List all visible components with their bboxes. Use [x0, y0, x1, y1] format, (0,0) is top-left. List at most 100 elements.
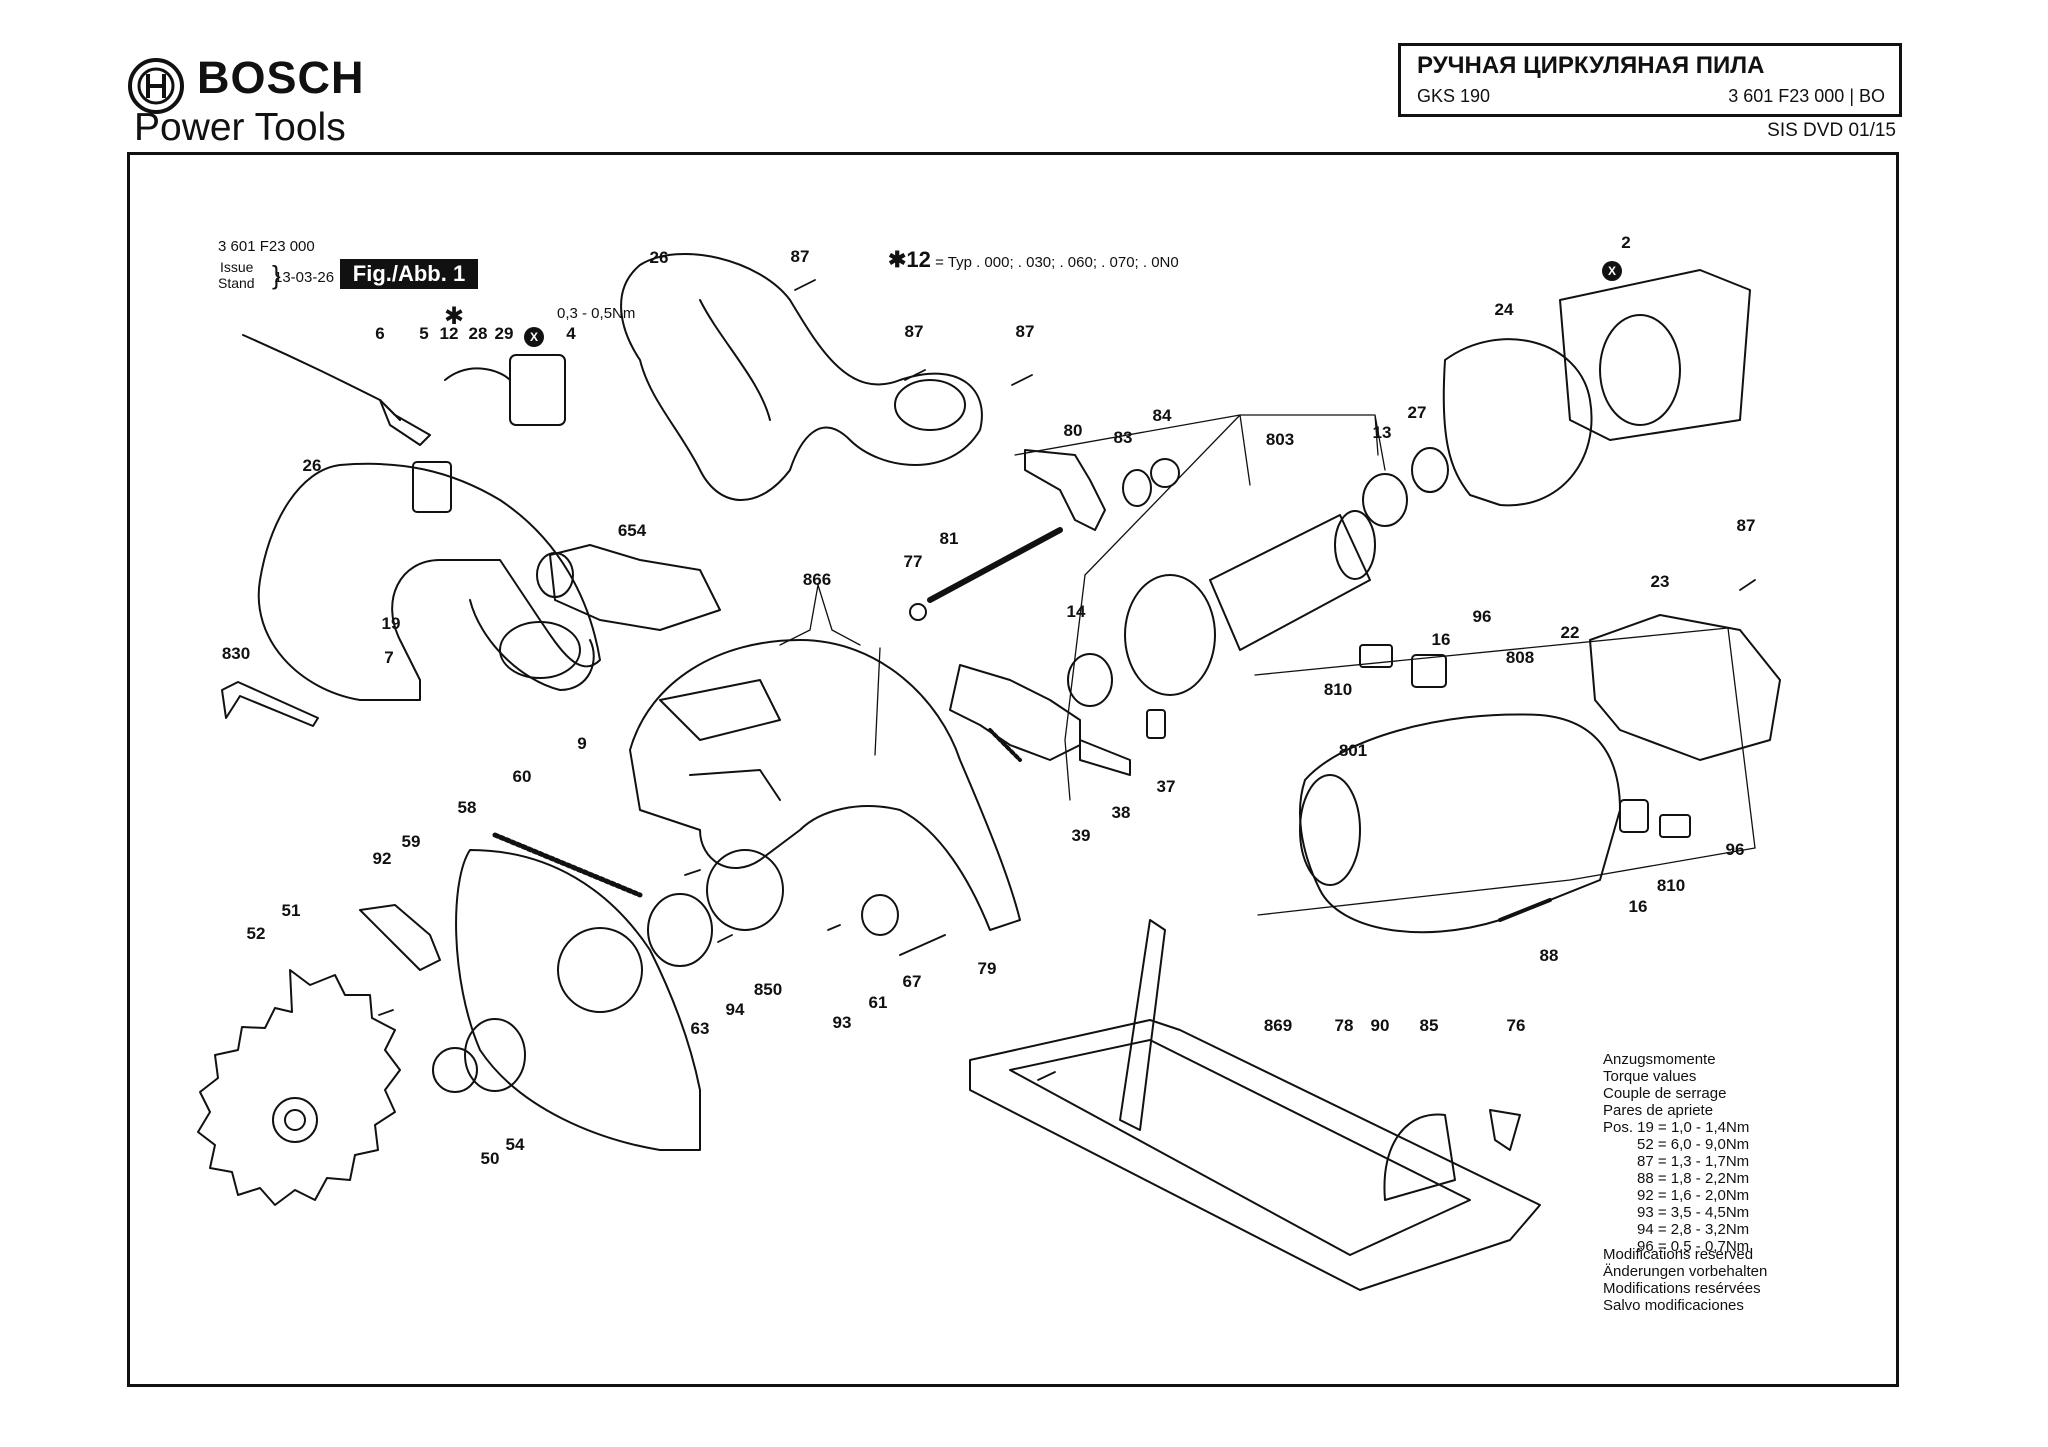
part-label: 94	[725, 1000, 745, 1019]
modifications-line: Salvo modificaciones	[1603, 1297, 1744, 1314]
part-label: 6	[375, 324, 385, 343]
title-block: РУЧНАЯ ЦИРКУЛЯНАЯ ПИЛА GKS 190 3 601 F23…	[1398, 43, 1902, 117]
brush-holder-16	[1411, 654, 1447, 688]
ring-54	[464, 1018, 526, 1092]
issue-label: Issue	[220, 259, 254, 275]
part-label: 39	[1071, 826, 1091, 845]
part-label: 37	[1156, 777, 1176, 796]
part-label: 83	[1113, 428, 1133, 447]
lever-80	[1024, 449, 1106, 531]
figure-label: Fig./Abb. 1	[340, 259, 478, 289]
blade-guard	[629, 639, 1021, 931]
type-note-text: = Typ . 000; . 030; . 060; . 070; . 0N0	[935, 254, 1179, 271]
part-label: 22	[1560, 623, 1580, 642]
stator-2	[1559, 269, 1751, 441]
part-label: 96	[1725, 840, 1745, 859]
modifications-note: Modifications reserved Änderungen vorbeh…	[1603, 1246, 1767, 1314]
torque-row: 87 = 1,3 - 1,7Nm	[1637, 1153, 1750, 1170]
part-label: 14	[1066, 602, 1086, 621]
part-label: 4	[566, 324, 576, 343]
part-label: 61	[868, 993, 888, 1012]
type-note: ✱12 = Typ . 000; . 030; . 060; . 070; . …	[888, 247, 1179, 273]
bearing-850	[706, 849, 784, 931]
part-number: 3 601 F23 000 | BO	[1728, 86, 1885, 106]
stand-label: Stand	[218, 275, 255, 291]
nut-84	[1150, 458, 1180, 488]
torque-table: Anzugsmomente Torque values Couple de se…	[1603, 1051, 1749, 1255]
cable-grommet	[379, 399, 431, 446]
torque-heading: Anzugsmomente	[1603, 1051, 1716, 1068]
power-cable	[242, 334, 401, 421]
part-label: 850	[753, 980, 783, 999]
saw-blade	[197, 969, 401, 1206]
ring-63	[647, 893, 713, 967]
part-label: 77	[903, 552, 923, 571]
fan-housing-24	[1442, 338, 1593, 507]
hex-key	[221, 681, 319, 727]
torque-heading: Torque values	[1603, 1068, 1697, 1085]
part-label: 59	[401, 832, 421, 851]
part-label: 810	[1656, 876, 1686, 895]
part-label: 27	[1407, 403, 1427, 422]
part-label: 54	[505, 1135, 525, 1154]
part-label: 81	[939, 529, 959, 548]
part-label: 58	[457, 798, 477, 817]
switch-4	[509, 354, 566, 426]
torque-heading: Pares de apriete	[1603, 1102, 1714, 1119]
torque-row: 88 = 1,8 - 2,2Nm	[1637, 1170, 1750, 1187]
part-label: 50	[480, 1149, 500, 1168]
part-label: 654	[617, 521, 647, 540]
knob-76	[1489, 1109, 1521, 1151]
leader-lines	[779, 414, 1756, 916]
part-label: 808	[1505, 648, 1535, 667]
part-label: 92	[372, 849, 392, 868]
part-label: 87	[1736, 516, 1756, 535]
part-label: 84	[1152, 406, 1172, 425]
dust-adapter	[549, 544, 721, 631]
part-label: 9	[577, 734, 587, 753]
part-label: 29	[494, 324, 514, 343]
issue-date: 13-03-26	[274, 269, 335, 286]
fan-14	[1124, 574, 1216, 696]
modifications-line: Modifications reserved	[1603, 1246, 1754, 1263]
part-label: 87	[1015, 322, 1035, 341]
part-label: 13	[1372, 423, 1392, 442]
part-label: 801	[1338, 741, 1368, 760]
lower-guard	[455, 849, 701, 1151]
part-label: 28	[468, 324, 488, 343]
brand-name: BOSCH	[197, 52, 365, 103]
brush-810b	[1659, 814, 1691, 838]
motor-cover-23	[1589, 614, 1781, 761]
part-label: 26	[649, 248, 669, 267]
part-label: 80	[1063, 421, 1083, 440]
torque-row: 94 = 2,8 - 3,2Nm	[1637, 1221, 1750, 1238]
torque-row: Pos. 19 = 1,0 - 1,4Nm	[1603, 1119, 1750, 1136]
figure-number: 3 601 F23 000	[218, 238, 315, 255]
part-label: 67	[902, 972, 922, 991]
part-label: 16	[1628, 897, 1648, 916]
bearing-14	[1067, 653, 1113, 707]
torque-row: 96 = 0,5 - 0,7Nm	[1637, 1238, 1750, 1255]
shaft-81	[927, 527, 1063, 603]
modifications-line: Änderungen vorbehalten	[1603, 1263, 1768, 1280]
modifications-line: Modifications resérvées	[1603, 1280, 1761, 1297]
brush-38	[1079, 739, 1131, 776]
issue-brace: }	[272, 260, 281, 290]
part-label: 5	[419, 324, 429, 343]
screw-88	[1498, 898, 1552, 922]
pin-67	[899, 934, 946, 956]
brush-plate-39	[949, 664, 1081, 761]
star-mark: ✱	[444, 303, 465, 330]
document-title: РУЧНАЯ ЦИРКУЛЯНАЯ ПИЛА	[1417, 52, 1765, 79]
part-label: 51	[281, 901, 301, 920]
bevel-arm	[1119, 919, 1166, 1131]
part-label: 93	[832, 1013, 852, 1032]
model-name: GKS 190	[1417, 86, 1491, 106]
bevel-scale	[1383, 1113, 1456, 1201]
spring-39	[988, 728, 1022, 762]
part-label: 87	[904, 322, 924, 341]
part-label: 23	[1650, 572, 1670, 591]
brand-subtitle: Power Tools	[134, 106, 346, 149]
part-label: 52	[246, 924, 266, 943]
